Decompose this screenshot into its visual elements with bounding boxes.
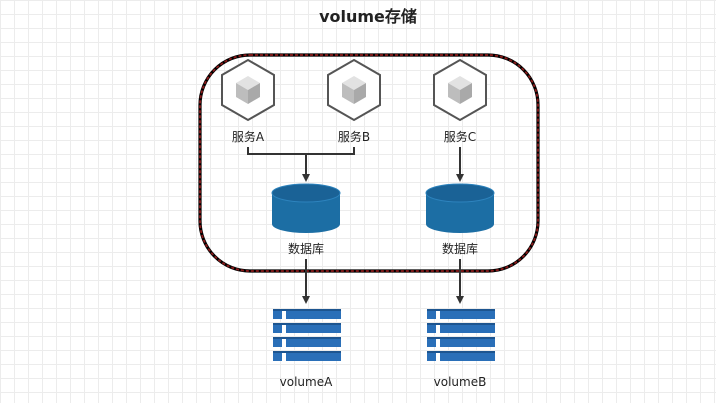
volume-node-a: volumeA <box>273 309 341 389</box>
storage-table-icon <box>427 309 495 361</box>
database-label-2: 数据库 <box>442 241 478 256</box>
service-label-c: 服务C <box>444 129 476 144</box>
database-node-2: 数据库 <box>425 183 495 256</box>
volume-label-a: volumeA <box>280 375 333 389</box>
volume-label-b: volumeB <box>434 375 487 389</box>
diagram-title: volume存储 <box>319 7 417 26</box>
database-cylinder-icon <box>425 183 495 233</box>
service-node-b: 服务B <box>327 58 381 144</box>
cube-icon <box>327 58 381 122</box>
cube-icon <box>433 58 487 122</box>
service-label-b: 服务B <box>338 129 370 144</box>
volume-node-b: volumeB <box>427 309 495 389</box>
database-label-1: 数据库 <box>288 241 324 256</box>
storage-table-icon <box>273 309 341 361</box>
database-node-1: 数据库 <box>271 183 341 256</box>
service-node-c: 服务C <box>433 58 487 144</box>
services-container <box>198 53 540 273</box>
connector-services-ab-to-database-1 <box>247 147 355 182</box>
service-label-a: 服务A <box>232 129 265 144</box>
cube-icon <box>221 58 275 122</box>
database-cylinder-icon <box>271 183 341 233</box>
service-node-a: 服务A <box>221 58 275 144</box>
